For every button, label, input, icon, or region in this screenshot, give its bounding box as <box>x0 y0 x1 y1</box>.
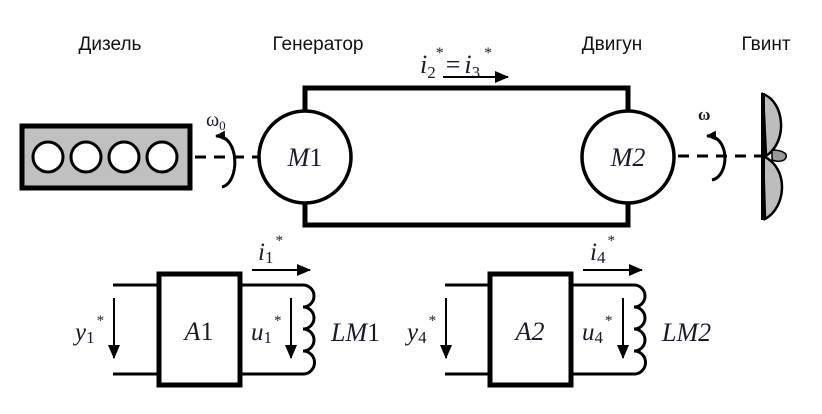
rotation-arrow-omega0-icon <box>215 130 237 189</box>
motor-m2 <box>580 109 676 205</box>
lm1-label: LM1 <box>330 318 380 347</box>
m1-label: M1 <box>287 143 323 172</box>
main-current-label: i2*=i3* <box>420 45 492 82</box>
lm2-label: LM2 <box>661 318 711 347</box>
winding-lm2-icon <box>633 283 647 376</box>
diesel-label: Дизель <box>79 34 142 55</box>
main-circuit-bottom-wire <box>302 203 631 228</box>
i4-label: i4* <box>590 233 615 267</box>
motor-label: Двигун <box>582 34 643 55</box>
a1-label: A1 <box>183 317 214 346</box>
omega0-label: ω0 <box>206 109 226 133</box>
y1-label: y1* <box>72 313 104 347</box>
u1-label: u1* <box>251 313 282 347</box>
diesel-cylinder-icon <box>145 140 179 174</box>
rotation-arrow-omega-icon <box>706 130 727 182</box>
u4-label: u4* <box>582 313 613 347</box>
main-circuit-top-wire <box>302 85 631 111</box>
y4-label: y4* <box>404 313 436 347</box>
m2-label: M2 <box>610 143 646 172</box>
exciter-2: A2 y4* i4* u4* LM2 <box>404 233 711 388</box>
diesel-cylinder-icon <box>69 140 103 174</box>
omega-label: ω <box>698 105 710 124</box>
amplifier-a1 <box>156 271 243 388</box>
a2-label: A2 <box>514 317 545 346</box>
diesel-cylinder-icon <box>107 140 141 174</box>
i1-label: i1* <box>258 233 283 267</box>
amplifier-a2 <box>487 271 574 388</box>
propeller-icon <box>761 92 788 222</box>
propeller-label: Гвинт <box>741 34 790 55</box>
diesel-cylinder-icon <box>31 140 65 174</box>
generator-label: Генератор <box>273 34 364 55</box>
diesel-engine <box>19 123 193 191</box>
winding-lm1-icon <box>302 283 316 376</box>
exciter-1: A1 y1* i1* u1* LM1 <box>72 233 380 388</box>
